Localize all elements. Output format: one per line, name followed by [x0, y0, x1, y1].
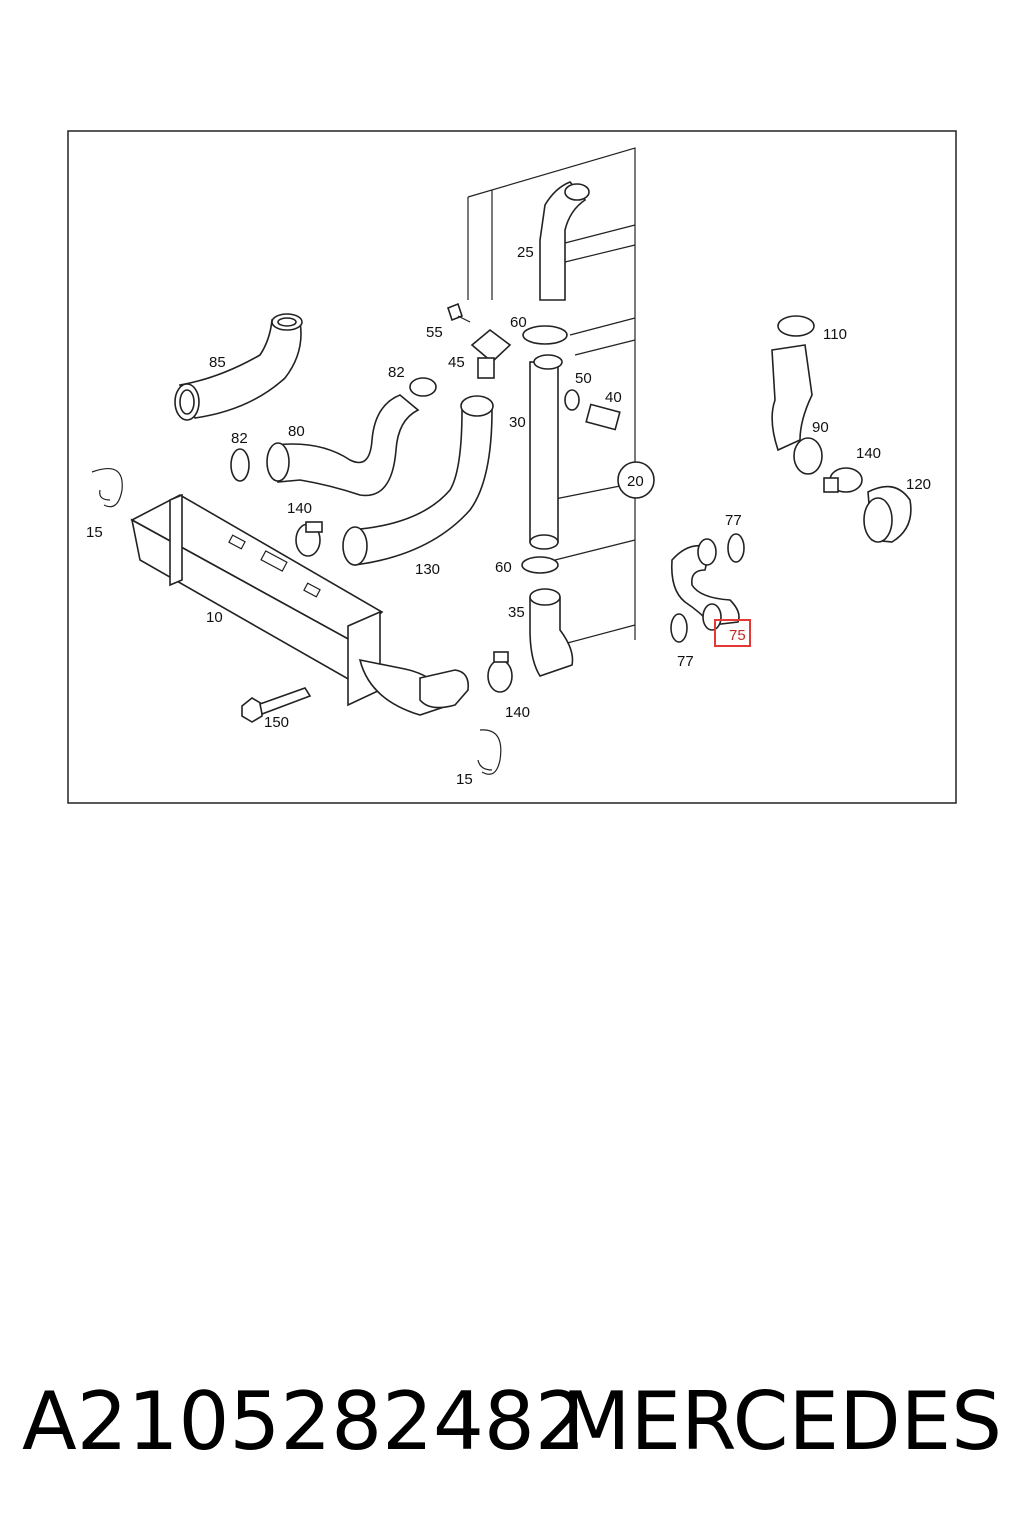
callout-120: 120 — [906, 476, 931, 493]
o-ring-82-right — [409, 377, 437, 397]
callout-55: 55 — [426, 324, 443, 341]
callout-82-right: 82 — [388, 364, 405, 381]
bolt-part — [241, 687, 312, 723]
hose-130-part — [342, 395, 494, 566]
callout-90: 90 — [812, 419, 829, 436]
clamp-60-upper — [522, 325, 568, 345]
sensor-40-part — [585, 403, 621, 431]
highlight-box-75 — [714, 619, 751, 647]
hose-85-part — [174, 313, 303, 421]
callout-10: 10 — [206, 609, 223, 626]
part-number: A2105282482 — [22, 1375, 586, 1468]
callout-15-bottom: 15 — [456, 771, 473, 788]
callout-140-bottom: 140 — [505, 704, 530, 721]
intercooler-part — [130, 493, 470, 716]
callout-82-left: 82 — [231, 430, 248, 447]
callout-75: 75 — [729, 627, 746, 644]
callout-30: 30 — [509, 414, 526, 431]
callout-50: 50 — [575, 370, 592, 387]
callout-20: 20 — [627, 473, 644, 490]
o-ring-110-part — [777, 315, 815, 337]
brand-name: MERCEDES — [561, 1375, 1002, 1468]
callout-45: 45 — [448, 354, 465, 371]
sensor-45-part — [470, 328, 512, 379]
callout-40: 40 — [605, 389, 622, 406]
screw-55-part — [447, 302, 471, 323]
o-ring-77-upper — [727, 533, 745, 563]
clip-part-bottom — [477, 729, 502, 775]
callout-60-lower: 60 — [495, 559, 512, 576]
callout-110: 110 — [823, 326, 847, 343]
seal-50-part — [564, 389, 580, 411]
clamp-140-bottom — [487, 651, 513, 693]
hose-75-part — [670, 538, 740, 631]
callout-140-right: 140 — [856, 445, 881, 462]
callout-130: 130 — [415, 561, 440, 578]
callout-150: 150 — [264, 714, 289, 731]
pipe-25-part — [539, 181, 590, 301]
hose-80-part — [266, 394, 420, 497]
pipe-35-part — [529, 588, 574, 677]
clip-part-left — [91, 468, 123, 508]
callout-140-left: 140 — [287, 500, 312, 517]
callout-77-lower: 77 — [677, 653, 694, 670]
callout-circle-20 — [617, 461, 655, 499]
clamp-140-right — [823, 467, 863, 493]
callout-35: 35 — [508, 604, 525, 621]
callout-60-upper: 60 — [510, 314, 527, 331]
callout-25: 25 — [517, 244, 534, 261]
housing-90-part — [771, 344, 823, 475]
callout-80: 80 — [288, 423, 305, 440]
callout-85: 85 — [209, 354, 226, 371]
clamp-140-left — [295, 521, 323, 557]
callout-15-left: 15 — [86, 524, 103, 541]
diagram-frame — [67, 130, 957, 804]
o-ring-77-lower — [670, 613, 688, 643]
clamp-60-lower — [521, 556, 559, 574]
callout-77-upper: 77 — [725, 512, 742, 529]
elbow-120-part — [863, 485, 912, 543]
o-ring-82-left — [230, 448, 250, 482]
pipe-30-part — [529, 354, 563, 550]
